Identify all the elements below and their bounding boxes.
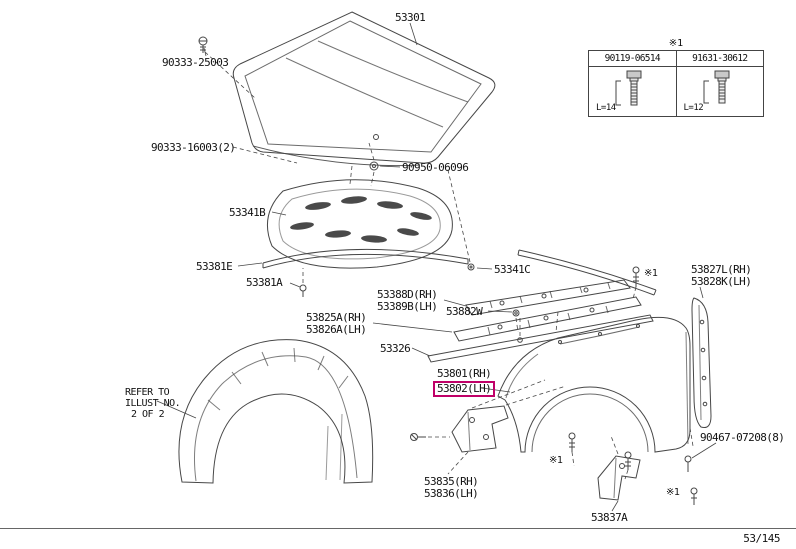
- part-label-53381a[interactable]: 53381A: [246, 276, 283, 289]
- fender-stay-bracket-drawing: [597, 455, 641, 501]
- part-label-53836-lh[interactable]: 53836(LH): [424, 487, 479, 500]
- refer-note-line2: ILLUST NO.: [125, 398, 181, 409]
- refer-note-line1: REFER TO: [125, 387, 170, 398]
- fastener-cell-2: L=12: [675, 66, 764, 117]
- bolt-length-label-1: L=14: [596, 103, 616, 113]
- part-label-53825a-rh[interactable]: 53825A(RH): [306, 311, 367, 324]
- apron-seal-drawing: [453, 296, 642, 342]
- hood-panel-drawing: [232, 11, 496, 167]
- refer-note-line3: 2 OF 2: [131, 409, 165, 420]
- footer-rule: [0, 528, 796, 529]
- cowl-seal-drawing: [262, 248, 469, 269]
- page-number: 53/145: [743, 532, 780, 545]
- refer-note: REFER TO ILLUST NO. 2 OF 2: [125, 387, 181, 420]
- part-label-90950-06096[interactable]: 90950-06096: [402, 161, 469, 174]
- part-label-90333-16003[interactable]: 90333-16003(2): [151, 141, 236, 154]
- leader-lines: [156, 22, 717, 512]
- fender-panel-drawing: [497, 316, 691, 453]
- part-label-53341c[interactable]: 53341C: [494, 263, 531, 276]
- part-label-53802-lh-selected[interactable]: 53802(LH): [433, 381, 496, 397]
- cowl-brace-drawing: [465, 279, 631, 316]
- bolt-length-label-2: L=12: [683, 103, 704, 113]
- fastener-table-ref-mark: ※1: [668, 38, 684, 49]
- ref-mark-3: ※1: [666, 487, 680, 498]
- fastener-glyphs: [198, 36, 698, 505]
- fender-pad-drawing: [691, 297, 712, 428]
- part-label-53826a-lh[interactable]: 53826A(LH): [306, 323, 367, 336]
- label-group-apron-seal: 53825A(RH) 53826A(LH): [306, 311, 367, 336]
- part-label-53326[interactable]: 53326: [380, 342, 411, 355]
- assembly-dashed-lines: [204, 51, 694, 480]
- part-label-53301[interactable]: 53301: [395, 11, 426, 24]
- part-label-53882[interactable]: 53882W: [446, 305, 483, 318]
- part-label-53801-rh[interactable]: 53801(RH): [437, 367, 492, 380]
- hood-seal-strip-drawing: [517, 249, 657, 296]
- fender-bracket-drawing: [451, 405, 509, 453]
- label-group-cowl-brace: 53388D(RH) 53389B(LH): [377, 288, 438, 313]
- fastener-part-number-1[interactable]: 90119-06514: [588, 50, 677, 67]
- part-label-53341b[interactable]: 53341B: [229, 206, 266, 219]
- part-label-53389b-lh[interactable]: 53389B(LH): [377, 300, 438, 313]
- hood-insulator-drawing: [266, 179, 453, 269]
- label-group-fender-pad: 53827L(RH) 53828K(LH): [691, 263, 752, 288]
- part-label-53388d-rh[interactable]: 53388D(RH): [377, 288, 438, 301]
- part-label-53837a[interactable]: 53837A: [591, 511, 628, 524]
- part-label-53835-rh[interactable]: 53835(RH): [424, 475, 479, 488]
- bolt-icon: [615, 70, 642, 105]
- fender-seal-drawing: [427, 314, 654, 363]
- ref-mark-1: ※1: [644, 268, 658, 279]
- label-group-fender-bracket: 53835(RH) 53836(LH): [424, 475, 479, 500]
- fastener-cell-1: L=14: [588, 66, 677, 117]
- part-label-90467-07208[interactable]: 90467-07208(8): [700, 431, 785, 444]
- part-label-53827l-rh[interactable]: 53827L(RH): [691, 263, 752, 276]
- part-label-53381e[interactable]: 53381E: [196, 260, 233, 273]
- fender-liner-drawing: [178, 339, 374, 484]
- label-group-fender: 53801(RH) 53802(LH): [433, 367, 496, 397]
- fastener-table: ※1 90119-06514 91631-30612: [588, 38, 764, 117]
- ref-mark-2: ※1: [549, 455, 563, 466]
- fastener-part-number-2[interactable]: 91631-30612: [675, 50, 764, 67]
- bolt-icon: [703, 70, 730, 103]
- part-label-53828k-lh[interactable]: 53828K(LH): [691, 275, 752, 288]
- part-label-90333-25003[interactable]: 90333-25003: [162, 56, 229, 69]
